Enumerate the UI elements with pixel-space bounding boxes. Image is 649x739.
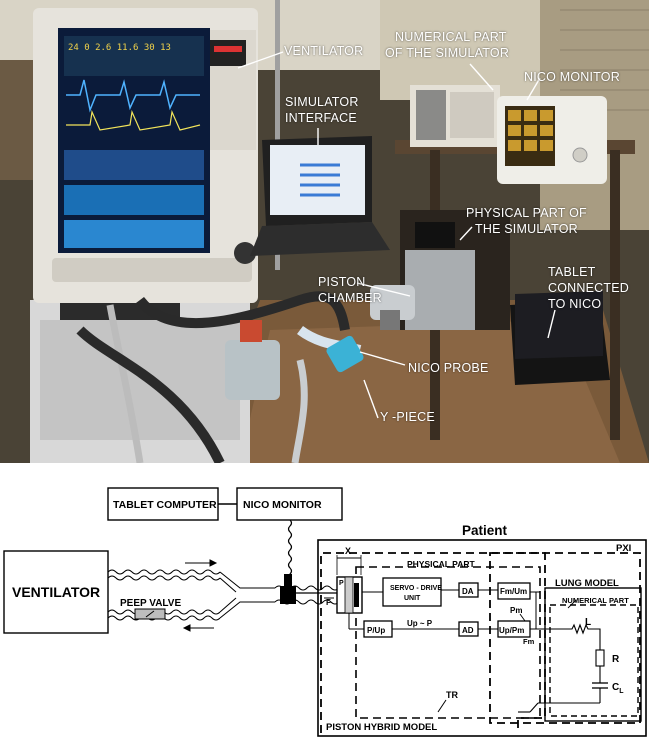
svg-text:24 0 2.6 11.6 30 13: 24 0 2.6 11.6 30 13	[68, 43, 171, 53]
pm-label: Pm	[510, 606, 522, 615]
setup-photo: 24 0 2.6 11.6 30 13	[0, 0, 649, 463]
ventilator-label: VENTILATOR	[284, 44, 364, 58]
block-diagram-canvas: TABLET COMPUTER NICO MONITOR Patient PXI…	[3, 487, 647, 737]
piston-chamber-label-line1: PISTON	[318, 275, 366, 289]
physical-part-label-line1: PHYSICAL PART OF	[466, 206, 587, 220]
piston-chamber-label-line2: CHAMBER	[318, 291, 382, 305]
piston-hybrid-model-label: PISTON HYBRID MODEL	[326, 722, 437, 733]
patient-label: Patient	[462, 523, 508, 538]
block-diagram: TABLET COMPUTER NICO MONITOR Patient PXI…	[0, 463, 649, 739]
fm-um-box	[497, 582, 531, 600]
setup-photo-illustration: 24 0 2.6 11.6 30 13	[0, 0, 649, 463]
numerical-part-label: NUMERICAL PART	[562, 596, 629, 605]
nico-monitor-box	[236, 487, 343, 521]
p-label: P	[339, 580, 344, 587]
tablet-label-line2: CONNECTED	[548, 281, 629, 295]
tablet-computer-box	[107, 487, 219, 521]
x-label: X	[345, 546, 351, 556]
p-up-label: P/Up	[367, 626, 385, 635]
physical-part-box	[355, 566, 541, 719]
r-label: R	[612, 654, 620, 665]
physical-part-label: PHYSICAL PART	[407, 559, 476, 569]
tablet-computer-label: TABLET COMPUTER	[113, 499, 217, 511]
ventilator-label: VENTILATOR	[12, 584, 100, 600]
lung-model-box	[544, 587, 642, 722]
f-label: F	[326, 598, 331, 607]
numerical-part-label-line2: OF THE SIMULATOR	[385, 46, 510, 60]
numerical-part-box	[549, 604, 639, 717]
nico-monitor-label: NICO MONITOR	[524, 70, 620, 84]
pxi-label: PXI	[616, 543, 631, 554]
up-pm-label: Up/Pm	[499, 626, 524, 635]
nico-monitor-label: NICO MONITOR	[243, 499, 322, 511]
fm-label: Fm	[523, 637, 535, 646]
da-label: DA	[462, 587, 474, 596]
servo-drive-label-line2: UNIT	[404, 595, 421, 602]
pxi-box	[489, 552, 641, 724]
nico-probe-label: NICO PROBE	[408, 361, 489, 375]
peep-valve-label: PEEP VALVE	[120, 598, 181, 609]
simulator-interface-label-line1: SIMULATOR	[285, 95, 359, 109]
y-piece-label: Y -PIECE	[380, 410, 435, 424]
cl-label: CL	[612, 682, 624, 695]
simulator-interface-label-line2: INTERFACE	[285, 111, 357, 125]
ad-label: AD	[462, 626, 474, 635]
lung-model-label: LUNG MODEL	[555, 578, 619, 589]
servo-drive-label-line1: SERVO - DRIVE	[390, 585, 442, 592]
l-label: L	[585, 617, 591, 628]
ventilator-box	[3, 550, 109, 634]
patient-box	[317, 539, 647, 737]
tr-label: TR	[446, 690, 458, 700]
tablet-label-line3: TO NICO	[548, 297, 602, 311]
up-p-label: Up ~ P	[407, 619, 433, 628]
fm-um-label: Fm/Um	[500, 587, 527, 596]
physical-part-label-line2: THE SIMULATOR	[475, 222, 578, 236]
numerical-part-label-line1: NUMERICAL PART	[395, 30, 507, 44]
tablet-label-line1: TABLET	[548, 265, 596, 279]
